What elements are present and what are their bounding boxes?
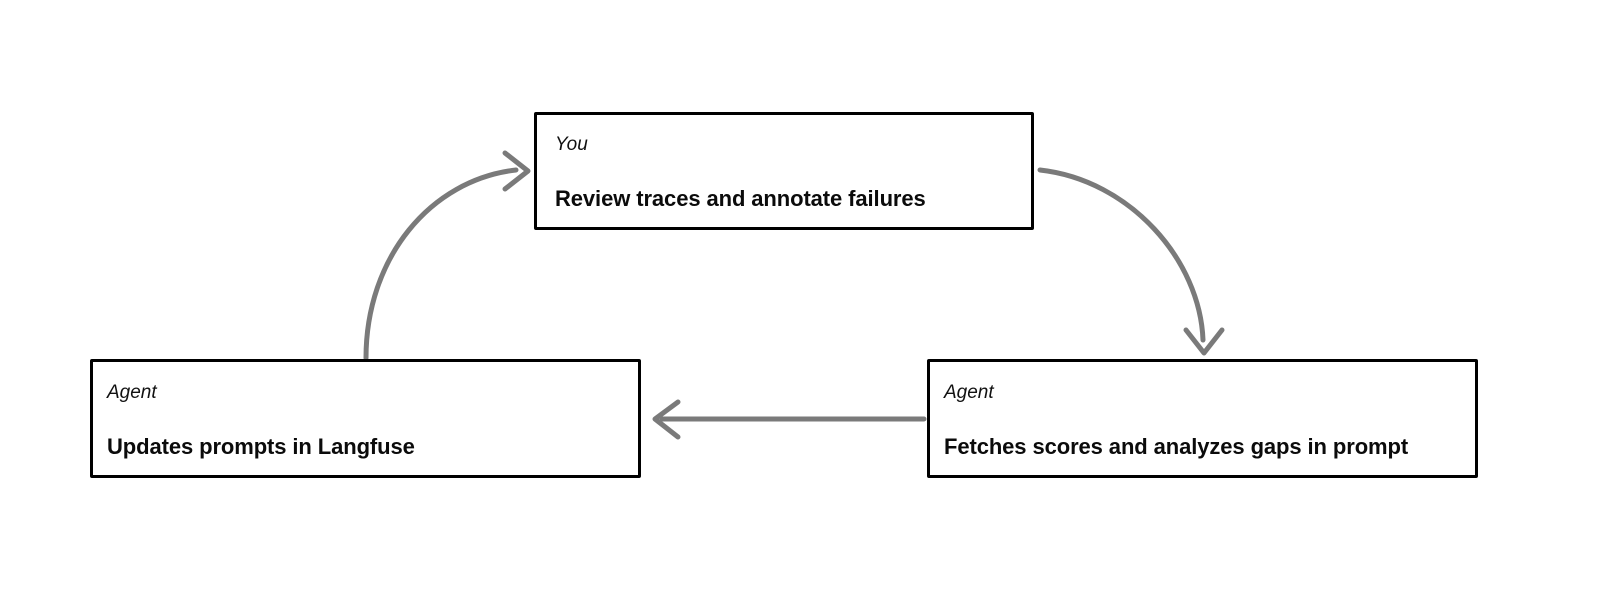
- edge-you-to-fetch-line: [1037, 167, 1206, 343]
- edge-fetch-to-update: [652, 399, 927, 440]
- edge-fetch-to-update-arrowhead: [652, 399, 681, 440]
- edge-you-to-fetch-arrowhead: [1183, 327, 1225, 356]
- node-you-review-title: Review traces and annotate failures: [555, 186, 926, 211]
- node-agent-fetch-title: Fetches scores and analyzes gaps in prom…: [944, 434, 1409, 459]
- node-you-review[interactable]: You Review traces and annotate failures: [534, 112, 1034, 230]
- edge-update-to-you-line: [363, 167, 519, 361]
- edge-you-to-fetch: [1037, 167, 1225, 356]
- node-agent-fetch-role: Agent: [944, 382, 994, 403]
- node-agent-fetch[interactable]: Agent Fetches scores and analyzes gaps i…: [927, 359, 1478, 478]
- edge-update-to-you-arrowhead: [502, 150, 531, 192]
- node-agent-update[interactable]: Agent Updates prompts in Langfuse: [90, 359, 641, 478]
- node-you-review-role: You: [555, 134, 588, 155]
- node-agent-update-role: Agent: [107, 382, 157, 403]
- edge-update-to-you: [363, 150, 531, 361]
- node-agent-update-title: Updates prompts in Langfuse: [107, 434, 415, 459]
